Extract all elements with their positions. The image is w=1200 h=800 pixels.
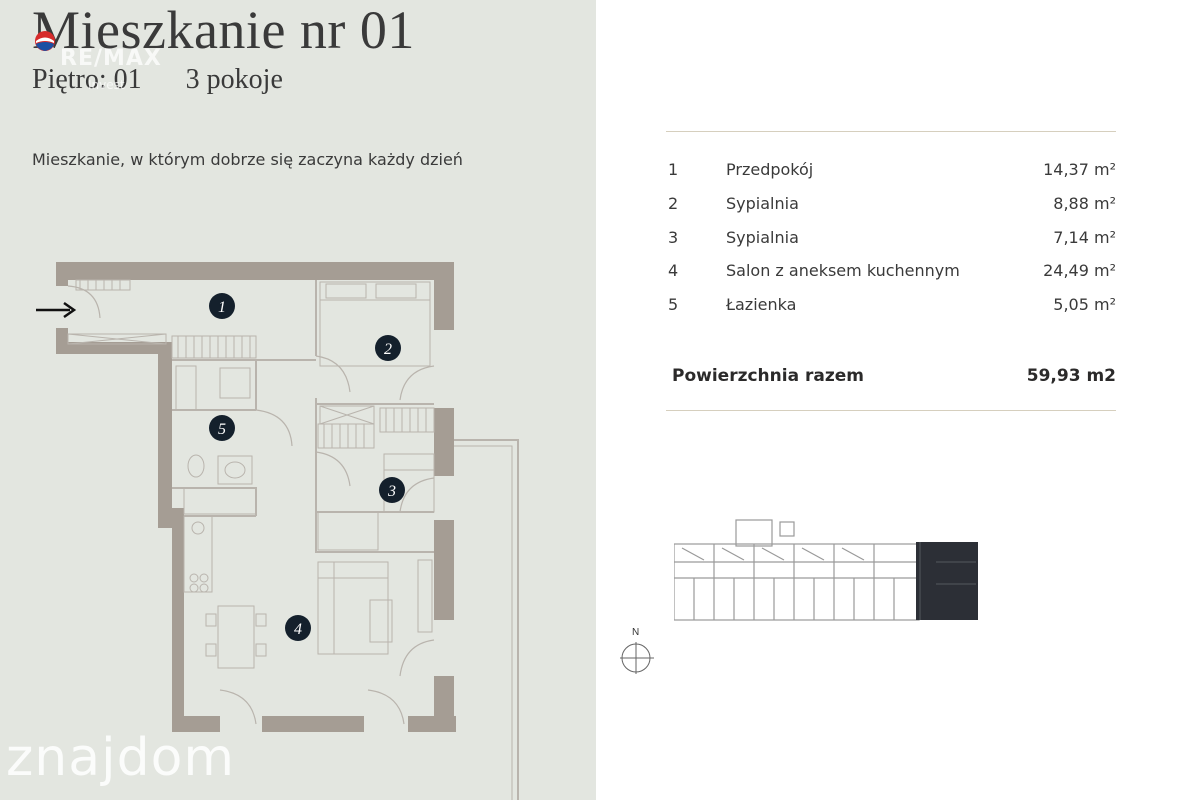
- room-row: 2 Sypialnia 8,88 m²: [666, 194, 1116, 218]
- room-marker-4: 4: [285, 615, 311, 641]
- floor-plan: 1 2 3 4 5: [36, 262, 519, 800]
- room-area: 24,49 m²: [1043, 261, 1116, 280]
- total-label: Powierzchnia razem: [672, 366, 864, 386]
- svg-text:2: 2: [384, 341, 392, 358]
- walls: [56, 262, 456, 732]
- room-row: 4 Salon z aneksem kuchennym 24,49 m²: [666, 261, 1116, 285]
- tagline: Mieszkanie, w którym dobrze się zaczyna …: [32, 150, 463, 169]
- logo-text: RE/MAX: [60, 46, 162, 71]
- room-name: Przedpokój: [726, 160, 814, 179]
- room-name: Łazienka: [726, 295, 797, 314]
- svg-text:1: 1: [218, 299, 226, 316]
- room-name: Salon z aneksem kuchennym: [726, 261, 960, 280]
- room-marker-1: 1: [209, 293, 235, 319]
- subtitle: Piętro: 01 3 pokoje: [32, 64, 283, 96]
- room-area: 5,05 m²: [1053, 295, 1116, 314]
- svg-text:4: 4: [294, 621, 302, 638]
- svg-text:3: 3: [387, 483, 396, 500]
- room-marker-5: 5: [209, 415, 235, 441]
- watermark: znajdom: [6, 728, 236, 788]
- building-key-plan: [674, 519, 978, 621]
- room-area: 8,88 m²: [1053, 194, 1116, 213]
- room-number: 3: [668, 228, 679, 247]
- room-marker-3: 3: [379, 477, 405, 503]
- svg-text:N: N: [632, 627, 639, 638]
- floor-plan-panel: Mieszkanie nr 01 Piętro: 01 3 pokoje RE/M…: [0, 0, 596, 800]
- logo-subtext: Invest: [88, 78, 125, 92]
- room-marker-2: 2: [375, 335, 401, 361]
- divider-top: [666, 131, 1116, 132]
- room-number: 4: [668, 261, 679, 280]
- room-row: 3 Sypialnia 7,14 m²: [666, 228, 1116, 252]
- compass-icon: N: [620, 627, 654, 676]
- room-name: Sypialnia: [726, 228, 799, 247]
- divider-bottom: [666, 410, 1116, 411]
- rooms-label: 3 pokoje: [185, 64, 283, 95]
- remax-balloon-icon: [35, 31, 55, 51]
- room-name: Sypialnia: [726, 194, 799, 213]
- room-row: 5 Łazienka 5,05 m²: [666, 295, 1116, 319]
- total-area-row: Powierzchnia razem 59,93 m2: [672, 366, 1116, 386]
- page-title: Mieszkanie nr 01: [32, 0, 415, 60]
- svg-text:5: 5: [218, 421, 226, 438]
- room-area: 7,14 m²: [1053, 228, 1116, 247]
- total-area: 59,93 m2: [1026, 366, 1116, 386]
- room-number: 1: [668, 160, 679, 179]
- arrow-right-icon: [36, 301, 77, 319]
- highlighted-unit: [916, 542, 978, 620]
- floor-label: Piętro: 01: [32, 64, 142, 95]
- room-number: 5: [668, 295, 679, 314]
- room-number: 2: [668, 194, 679, 213]
- room-row: 1 Przedpokój 14,37 m²: [666, 160, 1116, 184]
- room-area: 14,37 m²: [1043, 160, 1116, 179]
- room-table-panel: 1 Przedpokój 14,37 m² 2 Sypialnia 8,88 m…: [596, 0, 1200, 800]
